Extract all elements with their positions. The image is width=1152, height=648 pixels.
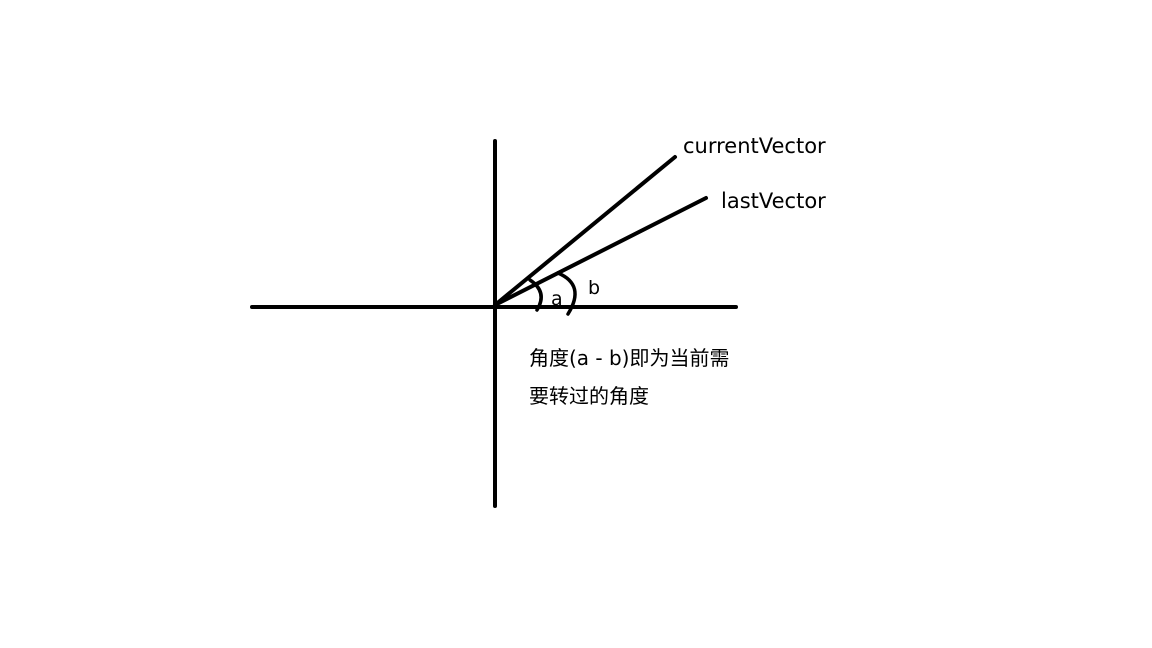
explanation-line-1: 角度(a - b)即为当前需 [529, 346, 730, 370]
angle-a-arc [528, 278, 543, 312]
current-vector-label: currentVector [683, 134, 826, 158]
explanation-line-2: 要转过的角度 [529, 384, 649, 408]
last-vector-label: lastVector [721, 189, 826, 213]
angle-b-label: b [588, 277, 600, 299]
explanation-note: 角度(a - b)即为当前需 要转过的角度 [529, 339, 769, 415]
last-vector-line [493, 196, 708, 307]
angle-b-arc [556, 271, 577, 316]
angle-a-label: a [551, 288, 563, 310]
current-vector-line [493, 155, 677, 307]
